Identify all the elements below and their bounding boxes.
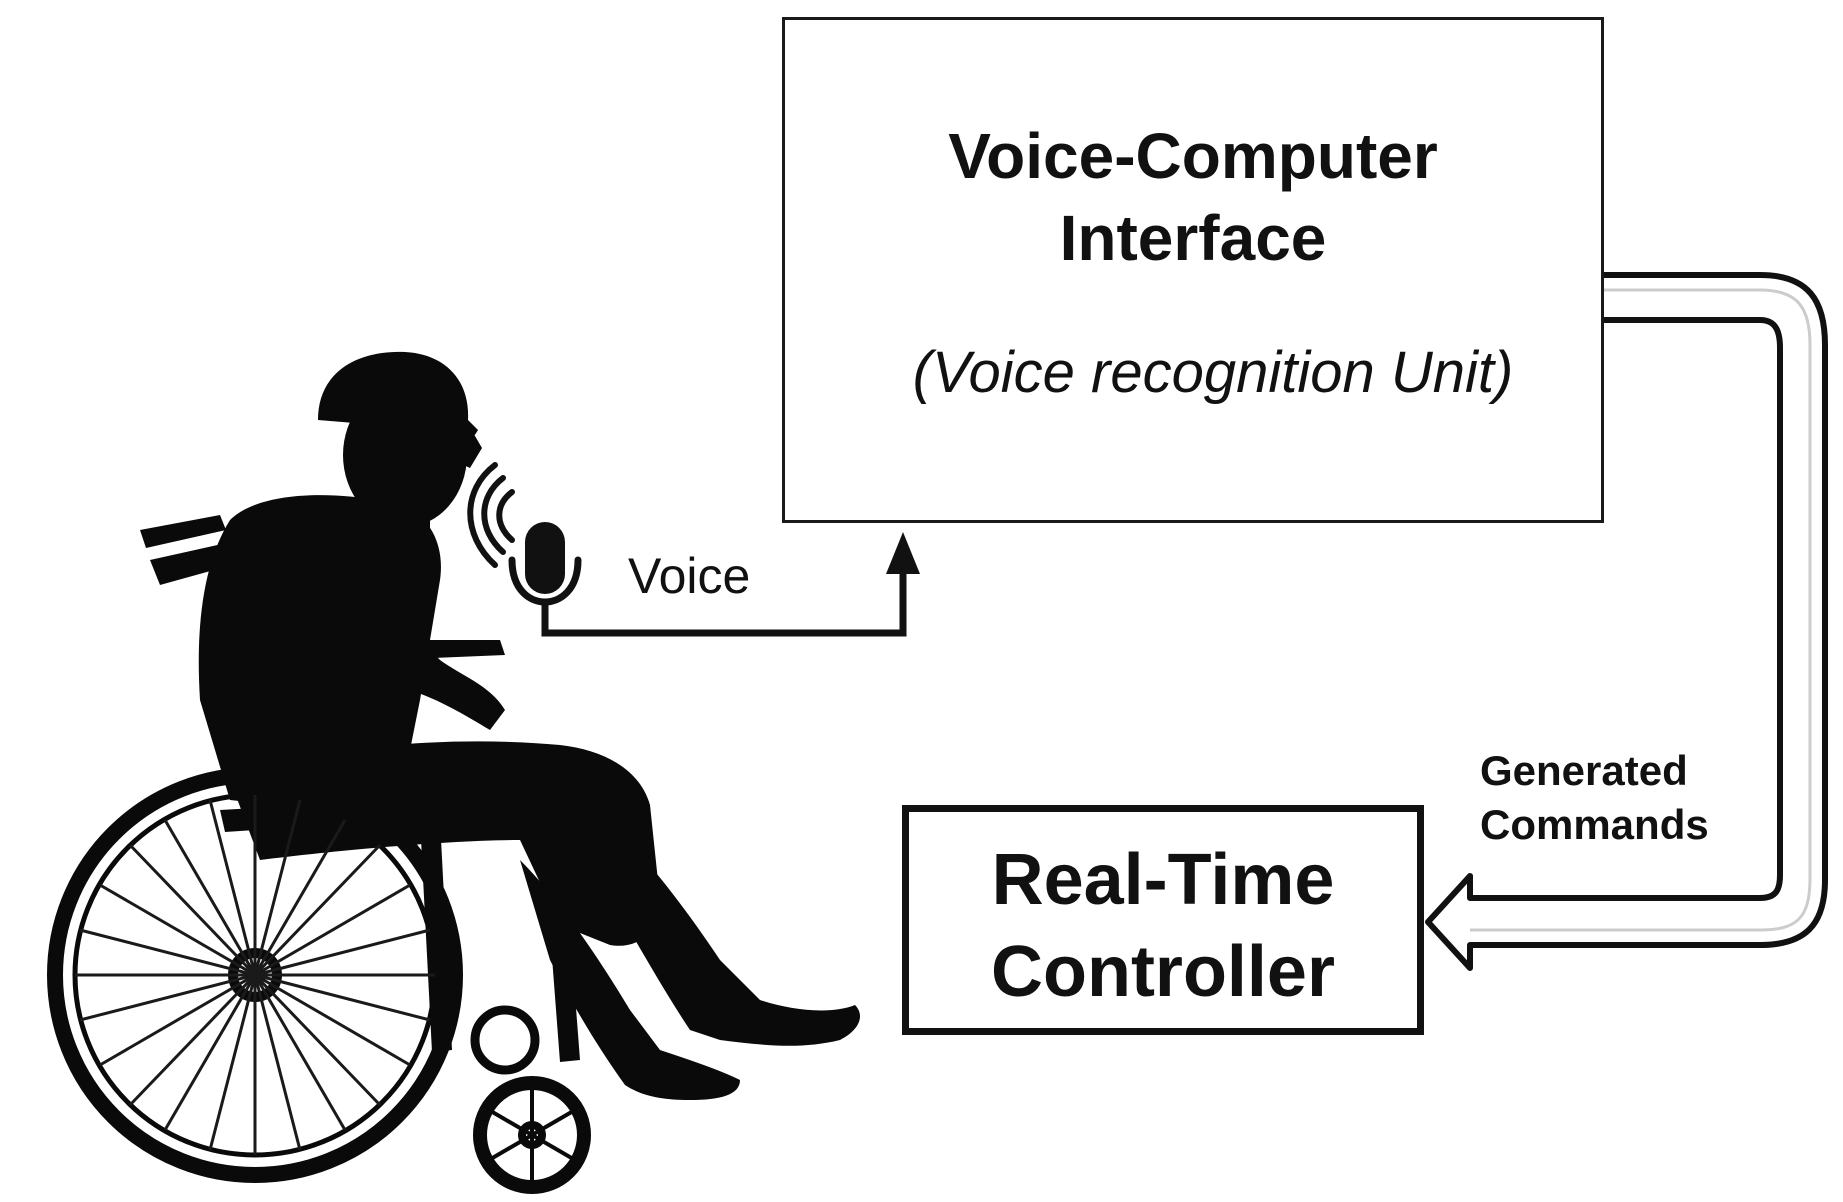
generated-commands-label-line2: Commands [1480, 801, 1709, 848]
vci-title-line2: Interface [1059, 202, 1327, 274]
rtc-title-line2: Controller [990, 932, 1335, 1012]
real-time-controller-box: Real-Time Controller [902, 805, 1424, 1035]
voice-label: Voice [628, 548, 751, 604]
generated-commands-label-line1: Generated [1480, 747, 1688, 794]
vci-title-line1: Voice-Computer [948, 120, 1438, 192]
rtc-title: Real-Time Controller [909, 834, 1417, 1018]
generated-commands-label: Generated Commands [1480, 744, 1709, 852]
vci-subtitle: (Voice recognition Unit) [912, 340, 1514, 405]
vci-title: Voice-Computer Interface [785, 115, 1601, 279]
voice-computer-interface-box: Voice-Computer Interface (Voice recognit… [782, 17, 1604, 523]
rtc-title-line1: Real-Time [991, 840, 1335, 920]
